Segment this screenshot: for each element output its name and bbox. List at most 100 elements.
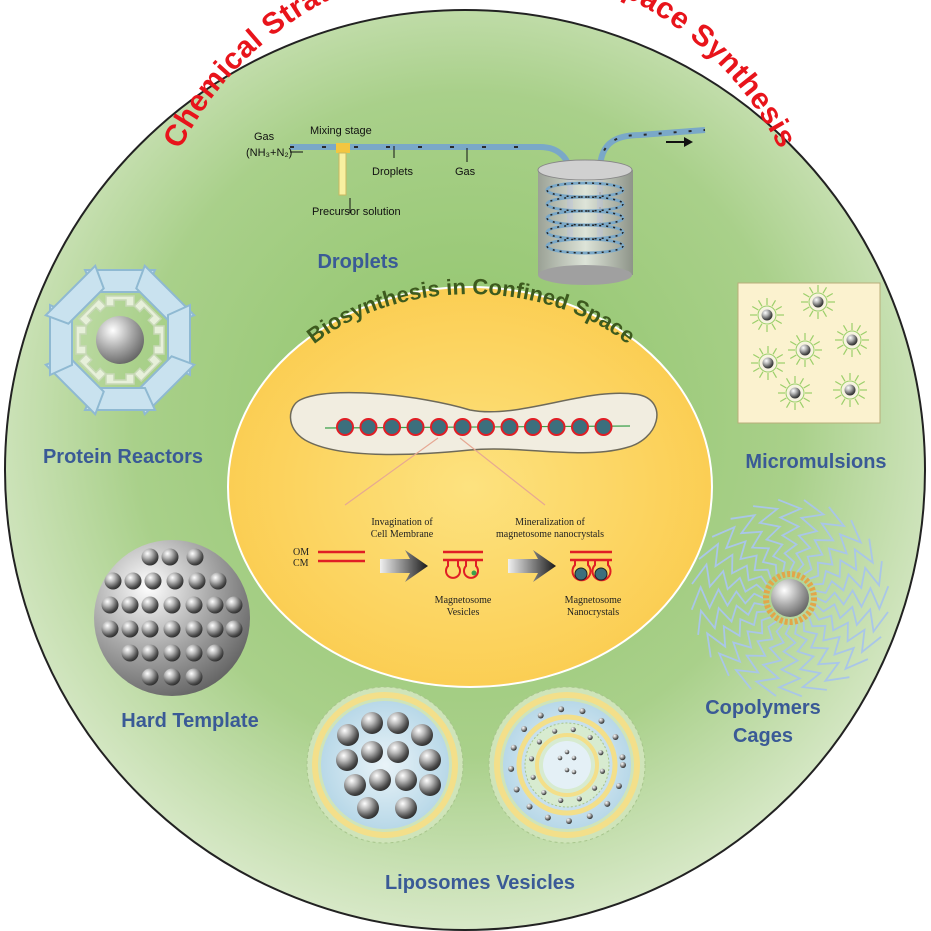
liposome-particle [411, 724, 433, 746]
template-pore [141, 620, 159, 638]
protein-core-sphere [96, 316, 144, 364]
liposome-particle [564, 767, 570, 773]
liposome-particle [619, 754, 626, 761]
template-pore [101, 596, 119, 614]
template-pore [121, 596, 139, 614]
template-pore [185, 668, 203, 686]
magnetosome [336, 418, 354, 436]
liposome-particle [387, 712, 409, 734]
liposome-particle [526, 803, 533, 810]
liposome-particle [599, 768, 606, 774]
droplets-section: Gas (NH₃+N₂) Mixing stage Droplets Gas P… [246, 125, 706, 285]
micelle [778, 376, 812, 410]
micelle [751, 346, 785, 380]
liposome-particle [537, 712, 544, 719]
polymer-chain [691, 562, 765, 593]
template-pore [104, 572, 122, 590]
liposome-particle [536, 739, 543, 745]
liposome-particle [579, 708, 586, 715]
magnetosome [359, 418, 378, 436]
micelle [750, 298, 784, 332]
polymer-chain [816, 585, 890, 612]
step1-label-line1: Invagination of [371, 517, 433, 528]
template-pore [163, 596, 181, 614]
liposome-particle [344, 774, 366, 796]
step1-label-line2: Cell Membrane [371, 529, 434, 540]
liposome-particle [576, 796, 582, 802]
template-pore [141, 596, 159, 614]
template-pore [101, 620, 119, 638]
liposome-particle [357, 797, 379, 819]
liposome-particle [513, 786, 520, 793]
template-pore [186, 548, 204, 566]
template-pore [209, 572, 227, 590]
gas-inline-label: Gas [455, 166, 476, 178]
magnetosome-nanocrystals-icon [570, 550, 612, 582]
polymer-chain [802, 621, 850, 682]
template-pore [163, 644, 181, 662]
liposome-particle [541, 789, 547, 796]
mixing-stage-label: Mixing stage [310, 125, 372, 137]
polymer-chain [812, 610, 882, 655]
copolymers-cages-section: Copolymers Cages [690, 498, 890, 747]
liposome-particle [604, 800, 611, 807]
polymer-chain [753, 505, 786, 573]
liposomes-section: Liposomes Vesicles [306, 686, 646, 894]
polymer-chain [697, 602, 765, 635]
copolymer-core-sphere [771, 579, 809, 617]
liposome-particle [336, 749, 358, 771]
protein-reactors-label: Protein Reactors [43, 446, 203, 468]
polymer-chain [815, 603, 889, 634]
template-pore [161, 548, 179, 566]
micelle [835, 323, 869, 357]
template-pore [141, 668, 159, 686]
magnetosome-vesicles-icon [443, 550, 483, 579]
biosynthesis-section: Biosynthesis in Confined Space OM CM Inv… [227, 274, 713, 688]
polymer-chain [802, 506, 847, 576]
liposome-particle [564, 749, 570, 755]
template-pore [206, 620, 224, 638]
liposome-particle [544, 814, 551, 821]
liposome-particle [570, 726, 576, 733]
gas-label: Gas [254, 131, 275, 143]
template-pore [124, 572, 142, 590]
copolymers-label: Copolymers [705, 697, 821, 719]
template-pore [225, 596, 243, 614]
polymer-chain [795, 499, 826, 573]
magnetosome [453, 418, 472, 436]
liposome-particle [369, 769, 391, 791]
liposome-particle [508, 765, 515, 772]
template-pore [206, 644, 224, 662]
magnetosome [524, 418, 542, 436]
polymer-chain [815, 561, 883, 594]
polymer-chain [706, 610, 767, 658]
liposome-particle [598, 717, 605, 724]
template-pore [141, 548, 159, 566]
liposome-particle [530, 774, 536, 780]
liposome-particle [557, 755, 563, 761]
magnetosome [383, 418, 401, 436]
magnetosome [500, 418, 519, 436]
liposome-particle [387, 741, 409, 763]
template-pore [206, 596, 224, 614]
liposome-particle [571, 769, 577, 775]
liposome-particle [571, 755, 577, 761]
polymer-chain [808, 616, 869, 671]
template-pore [141, 644, 159, 662]
liposome-particle [528, 756, 535, 762]
liposome-particle [615, 782, 622, 789]
polymer-chain [808, 519, 863, 580]
result2-label-line2: Nanocrystals [567, 607, 619, 618]
polymer-chain [776, 624, 803, 698]
liposomes-label: Liposomes Vesicles [385, 872, 575, 894]
gas-formula: (NH₃+N₂) [246, 147, 292, 159]
liposome-particle [612, 734, 619, 740]
template-pore [225, 620, 243, 638]
liposome-particle [419, 774, 441, 796]
template-pore [185, 620, 203, 638]
liposome-particle [337, 724, 359, 746]
template-pore [121, 644, 139, 662]
precursor-label: Precursor solution [312, 206, 401, 218]
om-label: OM [293, 547, 309, 558]
template-pore [185, 596, 203, 614]
